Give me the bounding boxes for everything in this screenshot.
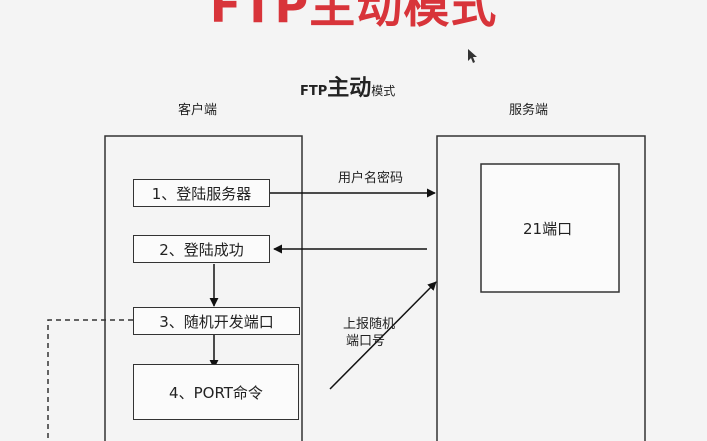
- diagram-title: FTP主动模式: [300, 70, 395, 102]
- step-1-label: 1、登陆服务器: [151, 184, 252, 203]
- slide-title: FTP主动模式: [209, 0, 498, 33]
- port-21-label: 21端口: [523, 220, 573, 238]
- step-4-box: 4、PORT命令: [133, 364, 299, 420]
- step-3-label: 3、随机开发端口: [159, 312, 274, 331]
- arrow-report-port: [329, 281, 437, 390]
- client-label: 客户端: [178, 103, 218, 118]
- arrow-username-label: 用户名密码: [338, 171, 404, 186]
- arrow-report-label-line1: 上报随机: [343, 317, 396, 332]
- mouse-pointer-icon: [468, 49, 477, 63]
- step-3-box: 3、随机开发端口: [133, 307, 300, 335]
- step-1-box: 1、登陆服务器: [133, 179, 270, 207]
- step-4-label: 4、PORT命令: [169, 383, 263, 402]
- arrow-report-label-line2: 端口号: [346, 334, 386, 349]
- server-container: [436, 135, 646, 441]
- diagram-title-mode: 模式: [371, 84, 396, 98]
- dashed-port-line: [47, 319, 133, 441]
- diagram-title-main: 主动: [327, 76, 372, 101]
- diagram-title-ftp: FTP: [300, 84, 328, 99]
- step-2-label: 2、登陆成功: [159, 240, 244, 259]
- port-21-box: [480, 163, 620, 293]
- client-container: [104, 135, 303, 441]
- step-2-box: 2、登陆成功: [133, 235, 270, 263]
- server-label: 服务端: [509, 103, 549, 118]
